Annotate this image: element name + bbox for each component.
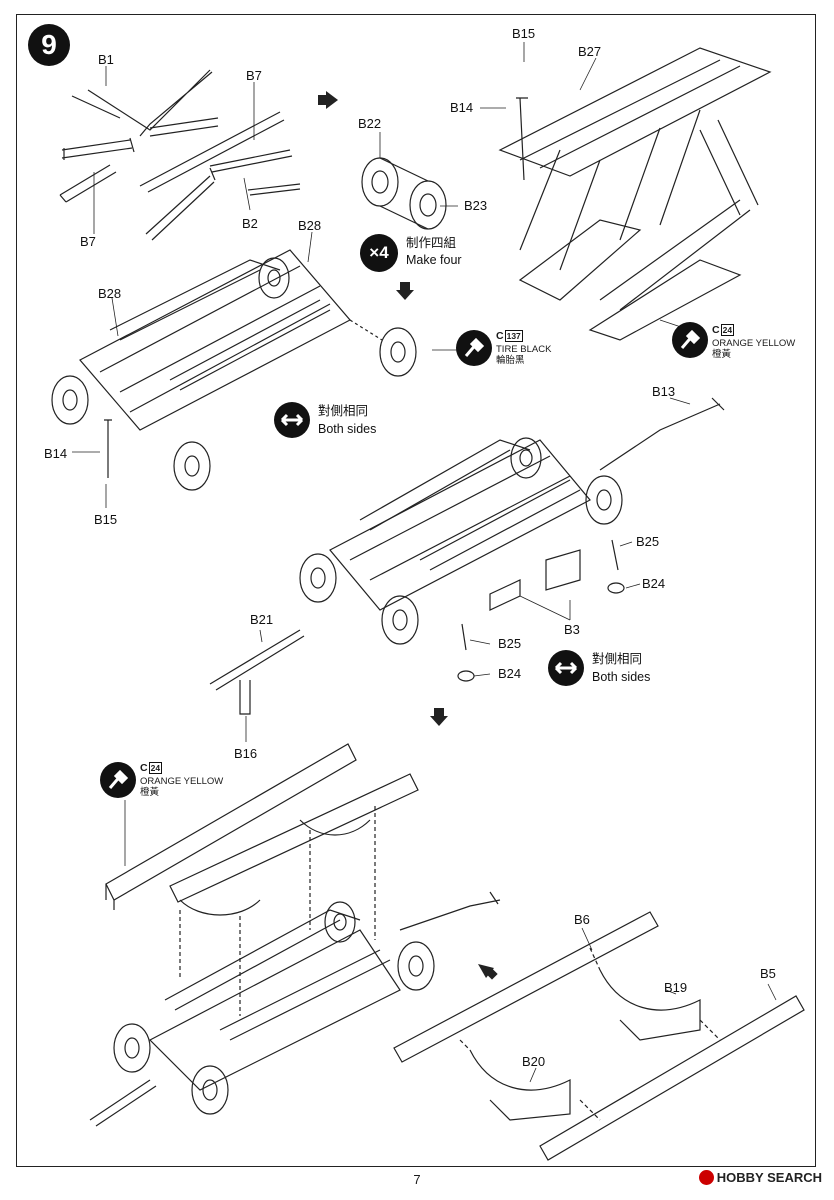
flow-arrow-down-2 [430, 708, 448, 726]
paint-brush-icon-orange-yellow-1 [672, 322, 708, 358]
part-label-b14-left: B14 [44, 446, 68, 461]
double-arrow-icon [280, 413, 304, 427]
part-label-b22: B22 [358, 116, 382, 131]
part-label-b5: B5 [760, 966, 776, 981]
part-label-b15-top: B15 [512, 26, 536, 41]
make-four-en: Make four [406, 253, 462, 267]
flow-arrow-right [318, 91, 338, 109]
part-label-b1: B1 [98, 52, 114, 67]
frame-b27 [500, 48, 770, 340]
make-four-cn: 制作四組 [406, 236, 457, 250]
double-arrow-icon [554, 661, 578, 675]
watermark-logo-icon [698, 1170, 714, 1185]
paint-name-tire-black: TIRE BLACK [496, 344, 552, 355]
paint-name-orange-yellow-1: ORANGE YELLOW [712, 338, 796, 349]
wheel-exploded [362, 158, 446, 229]
brush-icon [464, 337, 485, 357]
part-label-b21: B21 [250, 612, 274, 627]
part-label-b24-left: B24 [498, 666, 522, 681]
final-assembly [90, 744, 500, 1126]
brush-icon [680, 329, 701, 349]
part-label-b25-left: B25 [498, 636, 522, 651]
part-label-b6: B6 [574, 912, 590, 927]
paint-brush-icon-tire-black [456, 330, 492, 366]
watermark: HOBBY SEARCH [698, 1170, 822, 1185]
part-label-b24-right: B24 [642, 576, 666, 591]
part-label-b14-top: B14 [450, 100, 474, 115]
part-label-b28-right: B28 [298, 218, 322, 233]
part-label-b3: B3 [564, 622, 580, 637]
part-label-b25-right: B25 [636, 534, 660, 549]
brush-icon [108, 769, 129, 789]
part-label-b28-left: B28 [98, 286, 122, 301]
paint-name-tire-black-cn: 輪胎黑 [496, 355, 525, 366]
part-label-b13: B13 [652, 384, 676, 399]
page-frame [16, 14, 816, 1167]
make-four-badge: ×4 [360, 234, 398, 272]
part-label-b7-top: B7 [246, 68, 262, 83]
paint-name-orange-yellow-1-cn: 橙黃 [712, 349, 732, 360]
both-sides-icon-2 [548, 650, 584, 686]
part-label-b19: B19 [664, 980, 688, 995]
both-sides-2-cn: 對側相同 [592, 652, 643, 666]
chassis-assembly-1 [52, 250, 416, 490]
part-label-b16: B16 [234, 746, 258, 761]
part-label-b20: B20 [522, 1054, 546, 1069]
paint-name-orange-yellow-2-cn: 橙黃 [140, 787, 160, 798]
part-label-b7-left: B7 [80, 234, 96, 249]
rail-parts [394, 912, 804, 1160]
part-label-b2: B2 [242, 216, 258, 231]
both-sides-1-en: Both sides [318, 422, 377, 436]
both-sides-icon-1 [274, 402, 310, 438]
part-label-b27: B27 [578, 44, 602, 59]
part-label-b23: B23 [464, 198, 488, 213]
flow-arrow-down-1 [396, 282, 414, 300]
paint-name-orange-yellow-2: ORANGE YELLOW [140, 776, 224, 787]
step-number-badge: 9 [28, 24, 70, 66]
chassis-assembly-2 [210, 398, 724, 714]
paint-brush-icon-orange-yellow-2 [100, 762, 136, 798]
watermark-text: HOBBY SEARCH [716, 1170, 822, 1185]
flow-arrow-diag [478, 964, 498, 980]
page-number: 7 [413, 1172, 421, 1187]
leader-lines [72, 42, 776, 1082]
part-label-b15-left: B15 [94, 512, 118, 527]
arm-parts-group [60, 70, 300, 240]
both-sides-2-en: Both sides [592, 670, 651, 684]
both-sides-1-cn: 對側相同 [318, 404, 369, 418]
